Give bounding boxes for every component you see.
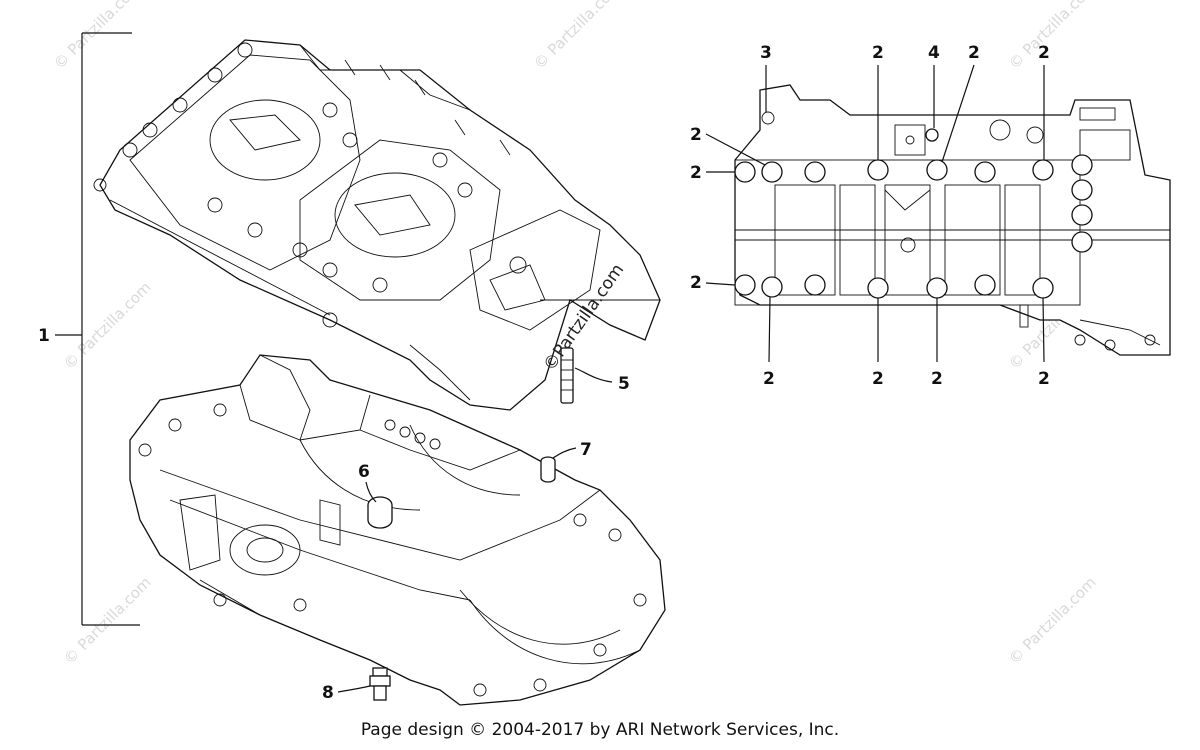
watermark: © Partzilla.com	[60, 278, 155, 373]
callout-4: 4	[928, 43, 940, 63]
upper-case-bolt-holes	[122, 42, 473, 293]
callout-1: 1	[38, 326, 50, 346]
callout-2-left-a: 2	[690, 125, 702, 145]
leader-2	[705, 133, 766, 166]
watermark: © Partzilla.com	[1005, 573, 1100, 668]
leader-6	[365, 481, 377, 503]
callout-2-bottom-c: 2	[931, 369, 943, 389]
watermark: © Partzilla.com	[1005, 0, 1100, 73]
callout-2-bottom-d: 2	[1038, 369, 1050, 389]
callout-7: 7	[580, 440, 592, 460]
part-7-dowel-pin	[540, 456, 556, 483]
callout-2-top-c: 2	[1038, 43, 1050, 63]
callout-2-top-b: 2	[968, 43, 980, 63]
lower-case-bolt-holes	[138, 403, 647, 697]
top-view-bolt-holes	[734, 128, 1093, 299]
dowel-sleeve	[367, 496, 393, 529]
watermark: © Partzilla.com	[50, 0, 145, 73]
leader-8	[337, 685, 371, 693]
leader-2	[1042, 297, 1045, 363]
callout-6: 6	[358, 462, 370, 482]
bracket-1	[55, 32, 140, 626]
leader-2	[705, 282, 736, 286]
leader-2	[941, 64, 975, 163]
callout-2-left-b: 2	[690, 163, 702, 183]
callout-5: 5	[618, 374, 630, 394]
callout-3: 3	[760, 43, 772, 63]
leader-7	[552, 447, 577, 459]
footer-copyright: Page design © 2004-2017 by ARI Network S…	[360, 720, 840, 740]
upper-crankcase	[93, 39, 661, 411]
leader-2	[768, 296, 771, 363]
callout-8: 8	[322, 683, 334, 703]
callout-2-bottom-b: 2	[872, 369, 884, 389]
watermark: © Partzilla.com	[60, 573, 155, 668]
callout-2-left-c: 2	[690, 273, 702, 293]
lower-crankcase	[129, 354, 666, 706]
callout-2-bottom-a: 2	[763, 369, 775, 389]
part-5-bolt	[560, 347, 574, 404]
watermark: © Partzilla.com	[530, 0, 625, 73]
crankcase-top-view	[734, 84, 1171, 356]
part-8-fitting	[369, 667, 391, 701]
callout-2-top-a: 2	[872, 43, 884, 63]
leader-5	[574, 367, 613, 383]
